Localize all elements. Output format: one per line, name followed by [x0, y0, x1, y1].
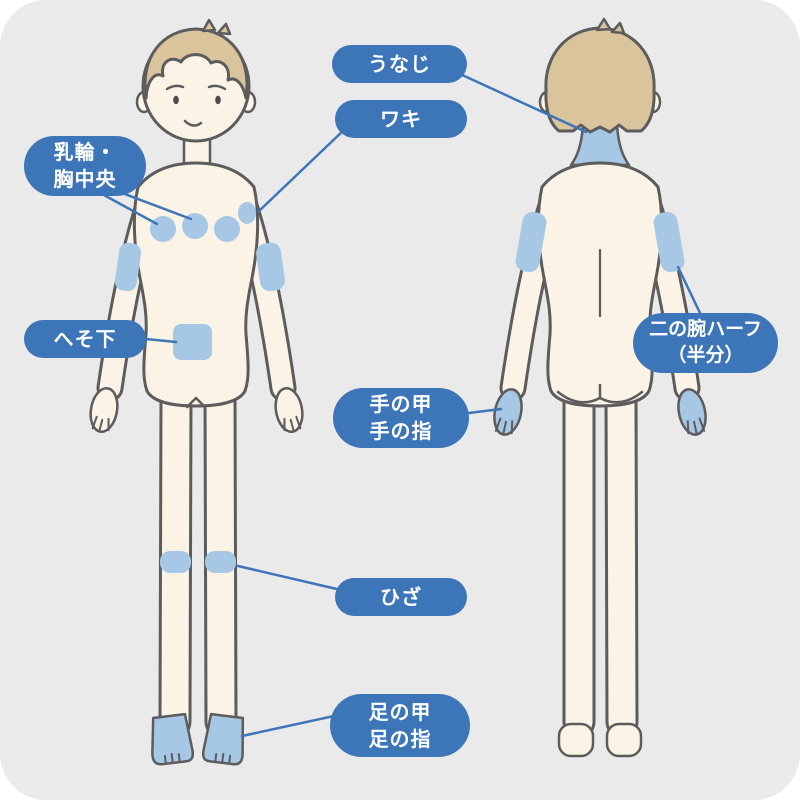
- label-foot-top-toes: 足の甲 足の指: [330, 694, 470, 757]
- front-hair: [143, 27, 249, 100]
- label-hand-back-fingers: 手の甲 手の指: [333, 388, 469, 448]
- front-left-hand: [89, 386, 119, 434]
- back-left-hand-highlight: [493, 388, 523, 436]
- connector-lines: [100, 72, 702, 738]
- front-right-eye: [215, 95, 221, 105]
- back-right-foot: [605, 722, 643, 758]
- connector-chest-center: [120, 191, 193, 221]
- front-hair-spike-2: [216, 22, 232, 36]
- label-areola-line1: 乳輪・: [53, 140, 117, 164]
- front-left-foot-highlight: [151, 712, 195, 766]
- label-areola-chest-center: 乳輪・ 胸中央: [24, 136, 146, 196]
- label-armpit-text: ワキ: [380, 106, 422, 131]
- front-mouth: [183, 119, 203, 127]
- highlight-back-left-upper-arm: [515, 211, 547, 273]
- label-nape: うなじ: [332, 45, 467, 83]
- highlight-front-right-upper-arm: [256, 242, 285, 292]
- label-areola-line2: 胸中央: [53, 167, 117, 191]
- front-crotch-line: [185, 396, 207, 409]
- label-upper-arm-line2: （半分）: [667, 344, 744, 366]
- highlight-right-knee: [205, 551, 236, 573]
- back-hair-spike: [595, 17, 612, 32]
- front-torso: [132, 161, 260, 408]
- back-right-leg: [604, 378, 639, 739]
- connector-hand: [467, 407, 503, 415]
- front-left-eye: [173, 95, 179, 105]
- label-foot-line1: 足の甲: [368, 699, 432, 724]
- connector-below-navel: [144, 337, 178, 344]
- highlight-left-knee: [160, 551, 191, 573]
- connector-areola: [100, 192, 159, 226]
- highlight-nape: [569, 122, 631, 167]
- highlight-below-navel: [173, 324, 212, 360]
- label-knee-text: ひざ: [380, 584, 422, 609]
- front-hair-spike: [201, 18, 217, 33]
- label-knee: ひざ: [335, 578, 467, 616]
- connector-knee: [236, 564, 343, 592]
- connector-armpit: [257, 127, 347, 213]
- label-upper-arm-line1: 二の腕ハーフ: [649, 318, 762, 341]
- label-below-navel-text: へそ下: [53, 326, 117, 351]
- label-hand-line1: 手の甲: [369, 392, 433, 416]
- front-eyebrows: [165, 84, 227, 91]
- label-foot-line2: 足の指: [368, 726, 432, 751]
- label-nape-text: うなじ: [368, 51, 431, 76]
- front-right-hand: [274, 386, 304, 434]
- front-right-foot-highlight: [201, 712, 245, 766]
- back-left-foot: [557, 722, 595, 758]
- highlight-front-left-upper-arm: [114, 242, 142, 292]
- label-armpit: ワキ: [335, 100, 467, 138]
- label-below-navel: へそ下: [24, 320, 146, 358]
- connector-upper-arm: [676, 265, 702, 315]
- front-figure: [89, 18, 304, 766]
- back-buttocks-line: [556, 383, 644, 404]
- back-hair-spike-2: [610, 21, 626, 35]
- label-upper-arm-half: 二の腕ハーフ （半分）: [633, 313, 778, 373]
- highlight-chest-circles: [150, 213, 240, 242]
- back-figure: [493, 17, 707, 758]
- highlight-armpit-front: [238, 202, 256, 224]
- connector-nape: [458, 72, 588, 134]
- back-right-hand-highlight: [677, 388, 707, 436]
- highlight-back-right-upper-arm: [653, 211, 685, 273]
- back-hair: [544, 26, 656, 134]
- label-hand-line2: 手の指: [369, 419, 433, 443]
- connector-foot: [240, 714, 336, 738]
